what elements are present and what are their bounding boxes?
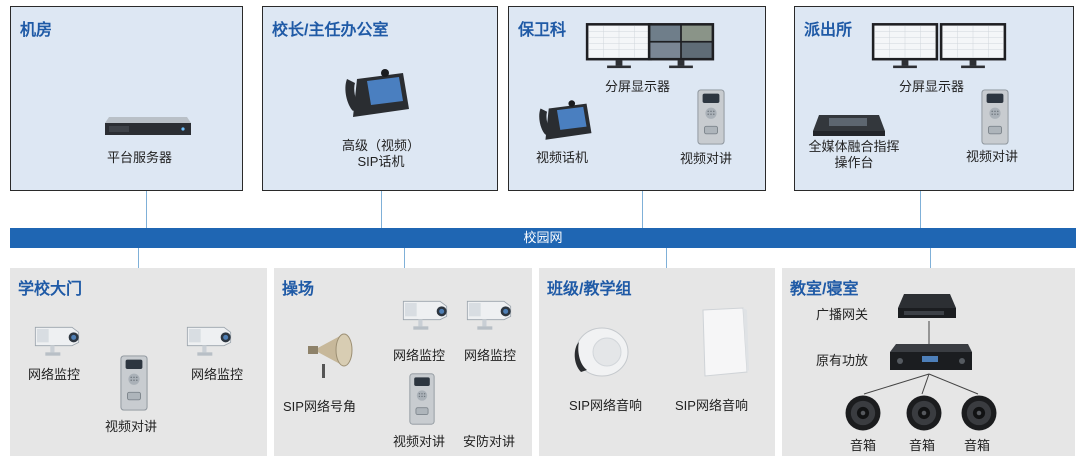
intercom-label: 视频对讲 (680, 151, 733, 166)
console-label: 全媒体融合指挥 操作台 (808, 139, 900, 170)
intercom-label: 视频对讲 (105, 419, 158, 434)
speaker-label: 音箱 (964, 438, 991, 453)
command-console-icon (811, 111, 887, 139)
speaker-icon (960, 394, 998, 432)
intercom-icon (697, 89, 725, 145)
ceiling-speaker-icon (571, 324, 633, 378)
camera-label: 网络监控 (28, 367, 81, 382)
camera-icon (32, 320, 82, 358)
security-intercom-label: 安防对讲 (463, 434, 516, 449)
link-principal-office (381, 191, 382, 228)
camera-label: 网络监控 (393, 348, 446, 363)
camera-label: 网络监控 (464, 348, 517, 363)
speaker-label: 音箱 (909, 438, 936, 453)
panel-title: 班级/教学组 (547, 281, 632, 298)
panel-principal-office: 校长/主任办公室 高级（视频） SIP话机 (262, 6, 498, 191)
monitor-icon (939, 22, 1007, 70)
intercom-label: 视频对讲 (966, 149, 1019, 164)
panel-title: 操场 (282, 281, 315, 298)
monitor-icon (871, 22, 939, 70)
panel-security-dept: 保卫科 分屏显示器 视频话机 视频对讲 (508, 6, 766, 191)
panel-machine-room: 机房 平台服务器 (10, 6, 243, 191)
panel-title: 保卫科 (518, 22, 567, 39)
panel-school-gate: 学校大门 网络监控 视频对讲 网络监控 (10, 268, 267, 456)
wall-speaker-icon (699, 306, 749, 378)
intercom-icon (981, 89, 1009, 145)
camera-icon (184, 320, 234, 358)
display-label: 分屏显示器 (605, 79, 671, 94)
panel-police-station: 派出所 分屏显示器 全媒体融合指挥 操作台 视频对讲 (794, 6, 1074, 191)
speaker-icon (844, 394, 882, 432)
camera-icon (400, 294, 450, 332)
link-class-group (666, 248, 667, 268)
gateway-label: 广播网关 (816, 307, 869, 322)
panel-title: 学校大门 (18, 281, 83, 298)
link-school-gate (138, 248, 139, 268)
link-playground (404, 248, 405, 268)
link-classroom (930, 248, 931, 268)
horn-label: SIP网络号角 (283, 399, 356, 414)
amp-label: 原有功放 (816, 353, 869, 368)
camera-icon (464, 294, 514, 332)
server-label: 平台服务器 (107, 150, 173, 165)
speaker-icon (905, 394, 943, 432)
backbone-label: 校园网 (523, 230, 563, 245)
speaker-wiring (863, 321, 979, 395)
monitor-icon (585, 22, 653, 70)
link-police-station (920, 191, 921, 228)
link-security-dept (642, 191, 643, 228)
link-machine-room (146, 191, 147, 228)
panel-playground: 操场 SIP网络号角 网络监控 网络监控 视频对讲 安防对讲 (274, 268, 532, 456)
panel-title: 教室/寝室 (790, 281, 859, 298)
display-label: 分屏显示器 (899, 79, 965, 94)
monitor-video-icon (647, 22, 715, 70)
speaker-label: SIP网络音响 (569, 398, 642, 413)
amplifier-icon (888, 342, 974, 376)
video-phone-icon (537, 97, 595, 143)
campus-network-backbone: 校园网 (10, 228, 1076, 248)
horn-icon (304, 326, 356, 382)
video-phone-label: 视频话机 (536, 150, 589, 165)
panel-title: 派出所 (804, 22, 853, 39)
server-icon (103, 115, 193, 139)
speaker-label: SIP网络音响 (675, 398, 748, 413)
intercom-icon (409, 372, 435, 426)
intercom-label: 视频对讲 (393, 434, 446, 449)
panel-title: 校长/主任办公室 (272, 22, 389, 39)
panel-classroom: 教室/寝室 广播网关 原有功放 音箱 音箱 音箱 (782, 268, 1075, 456)
panel-title: 机房 (20, 22, 53, 39)
intercom-icon (120, 354, 148, 412)
broadcast-gateway-icon (894, 290, 958, 324)
sip-phone-label: 高级（视频） SIP话机 (341, 138, 420, 169)
panel-class-group: 班级/教学组 SIP网络音响 SIP网络音响 (539, 268, 775, 456)
speaker-label: 音箱 (850, 438, 877, 453)
camera-label: 网络监控 (191, 367, 244, 382)
video-phone-icon (343, 65, 413, 121)
